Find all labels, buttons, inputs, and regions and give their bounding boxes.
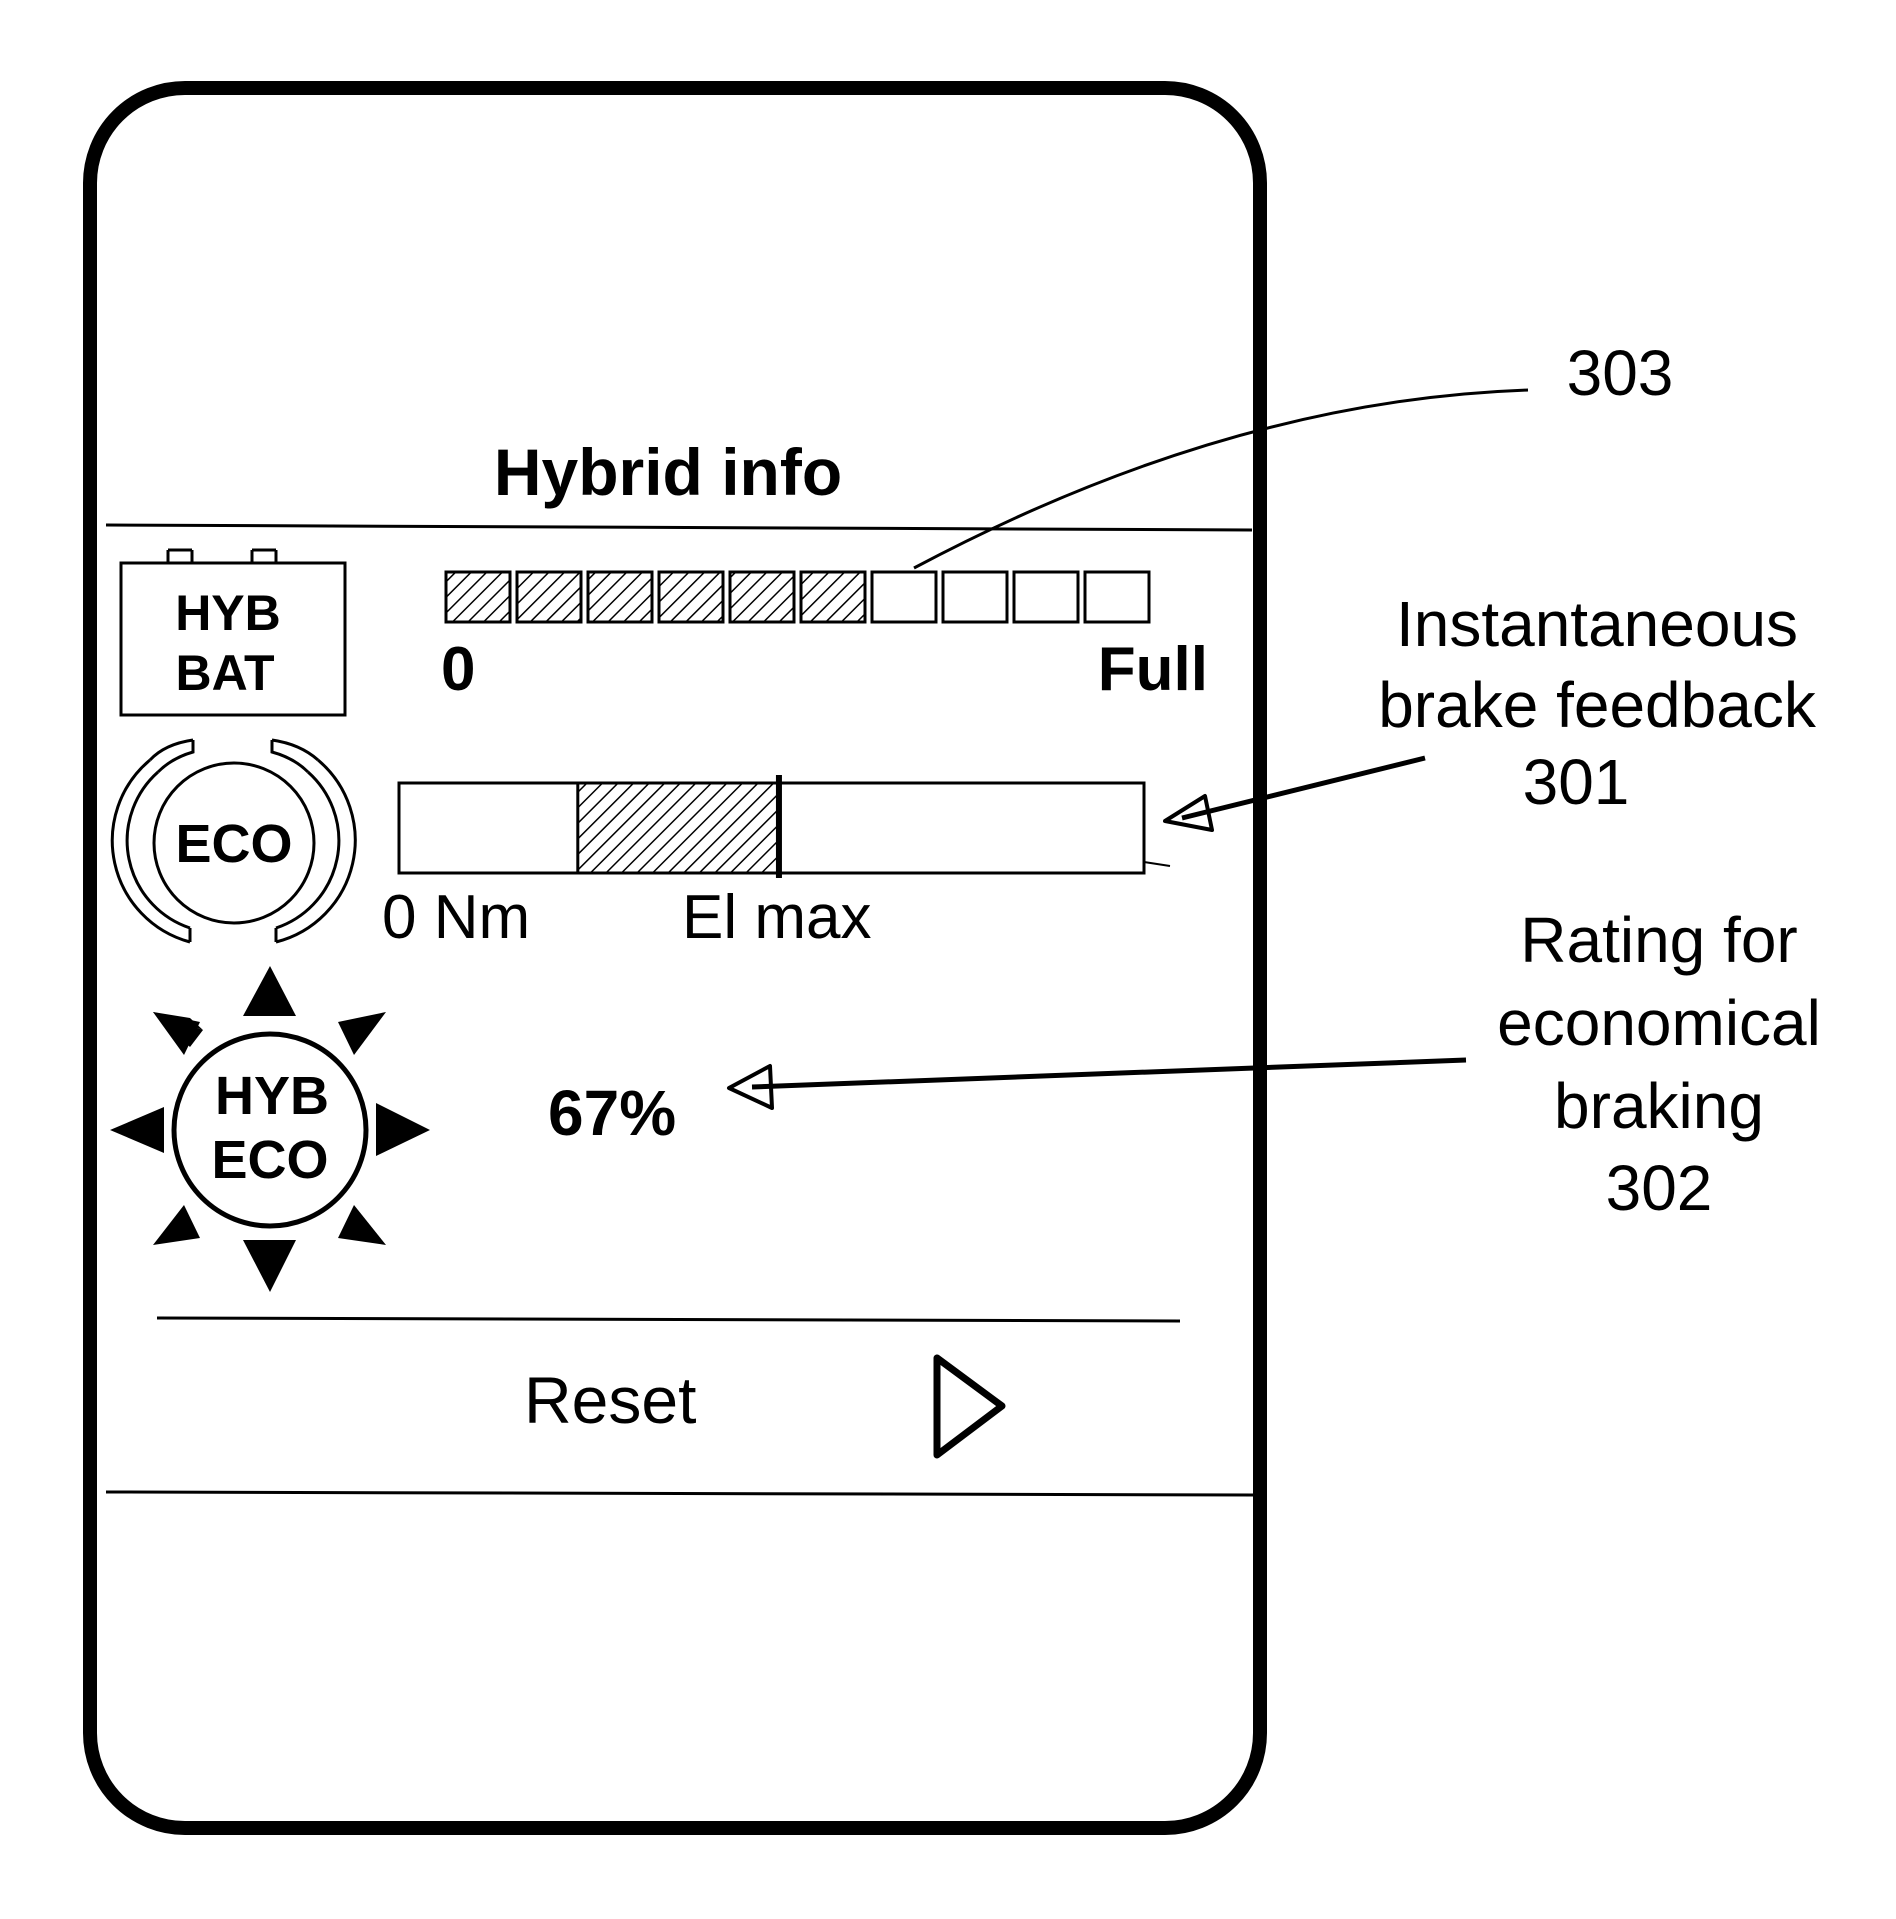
page-title: Hybrid info: [494, 435, 842, 509]
battery-segment-filled: [446, 572, 510, 622]
battery-segment-filled: [801, 572, 865, 622]
rating-annotation-line1: Rating for: [1520, 904, 1797, 976]
reference-numeral-303: 303: [1567, 337, 1674, 409]
reset-row[interactable]: Reset: [524, 1358, 1002, 1455]
rating-annotation-line3: braking: [1554, 1070, 1764, 1142]
play-arrow-icon[interactable]: [937, 1358, 1002, 1455]
eco-icon-label: ECO: [175, 814, 292, 874]
leader-arrow-301: [1165, 758, 1425, 830]
battery-max-label: Full: [1098, 635, 1208, 704]
brake-feedback-annotation: Instantaneous brake feedback 301: [1378, 588, 1817, 818]
battery-segment-empty: [943, 572, 1007, 622]
rating-icon-label-line2: ECO: [211, 1130, 328, 1190]
rating-annotation-ref: 302: [1606, 1152, 1713, 1224]
battery-icon-label-line2: BAT: [175, 645, 274, 701]
battery-min-label: 0: [441, 635, 475, 704]
brake-annotation-line1: Instantaneous: [1396, 588, 1798, 660]
economical-braking-rating-value: 67%: [548, 1077, 676, 1149]
reset-bottom-divider: [106, 1492, 1254, 1495]
battery-segment-empty: [1085, 572, 1149, 622]
brake-torque-bar: [399, 775, 1170, 878]
rating-annotation: Rating for economical braking 302: [1497, 904, 1821, 1224]
leader-arrow-302: [729, 1060, 1466, 1108]
battery-segment-filled: [730, 572, 794, 622]
battery-level-bar: [446, 572, 1149, 622]
battery-segment-filled: [588, 572, 652, 622]
display-frame: [90, 88, 1260, 1828]
battery-segment-filled: [659, 572, 723, 622]
brake-zero-label: 0 Nm: [382, 883, 530, 952]
rating-icon-label-line1: HYB: [215, 1066, 329, 1126]
hybrid-battery-icon: HYB BAT: [121, 550, 345, 715]
reset-top-divider: [157, 1318, 1180, 1321]
battery-icon-label-line1: HYB: [175, 585, 281, 641]
battery-segment-filled: [517, 572, 581, 622]
brake-annotation-line2: brake feedback: [1378, 669, 1817, 741]
hybrid-eco-rating-icon: HYB ECO: [110, 966, 430, 1292]
title-divider: [106, 525, 1252, 530]
brake-max-label: El max: [682, 883, 871, 952]
reset-label[interactable]: Reset: [524, 1363, 696, 1437]
brake-annotation-ref: 301: [1523, 746, 1630, 818]
leader-line-303: [914, 390, 1528, 568]
battery-segment-empty: [1014, 572, 1078, 622]
eco-brake-icon: ECO: [112, 740, 355, 942]
brake-torque-fill: [578, 783, 779, 873]
rating-annotation-line2: economical: [1497, 987, 1821, 1059]
battery-segment-empty: [872, 572, 936, 622]
